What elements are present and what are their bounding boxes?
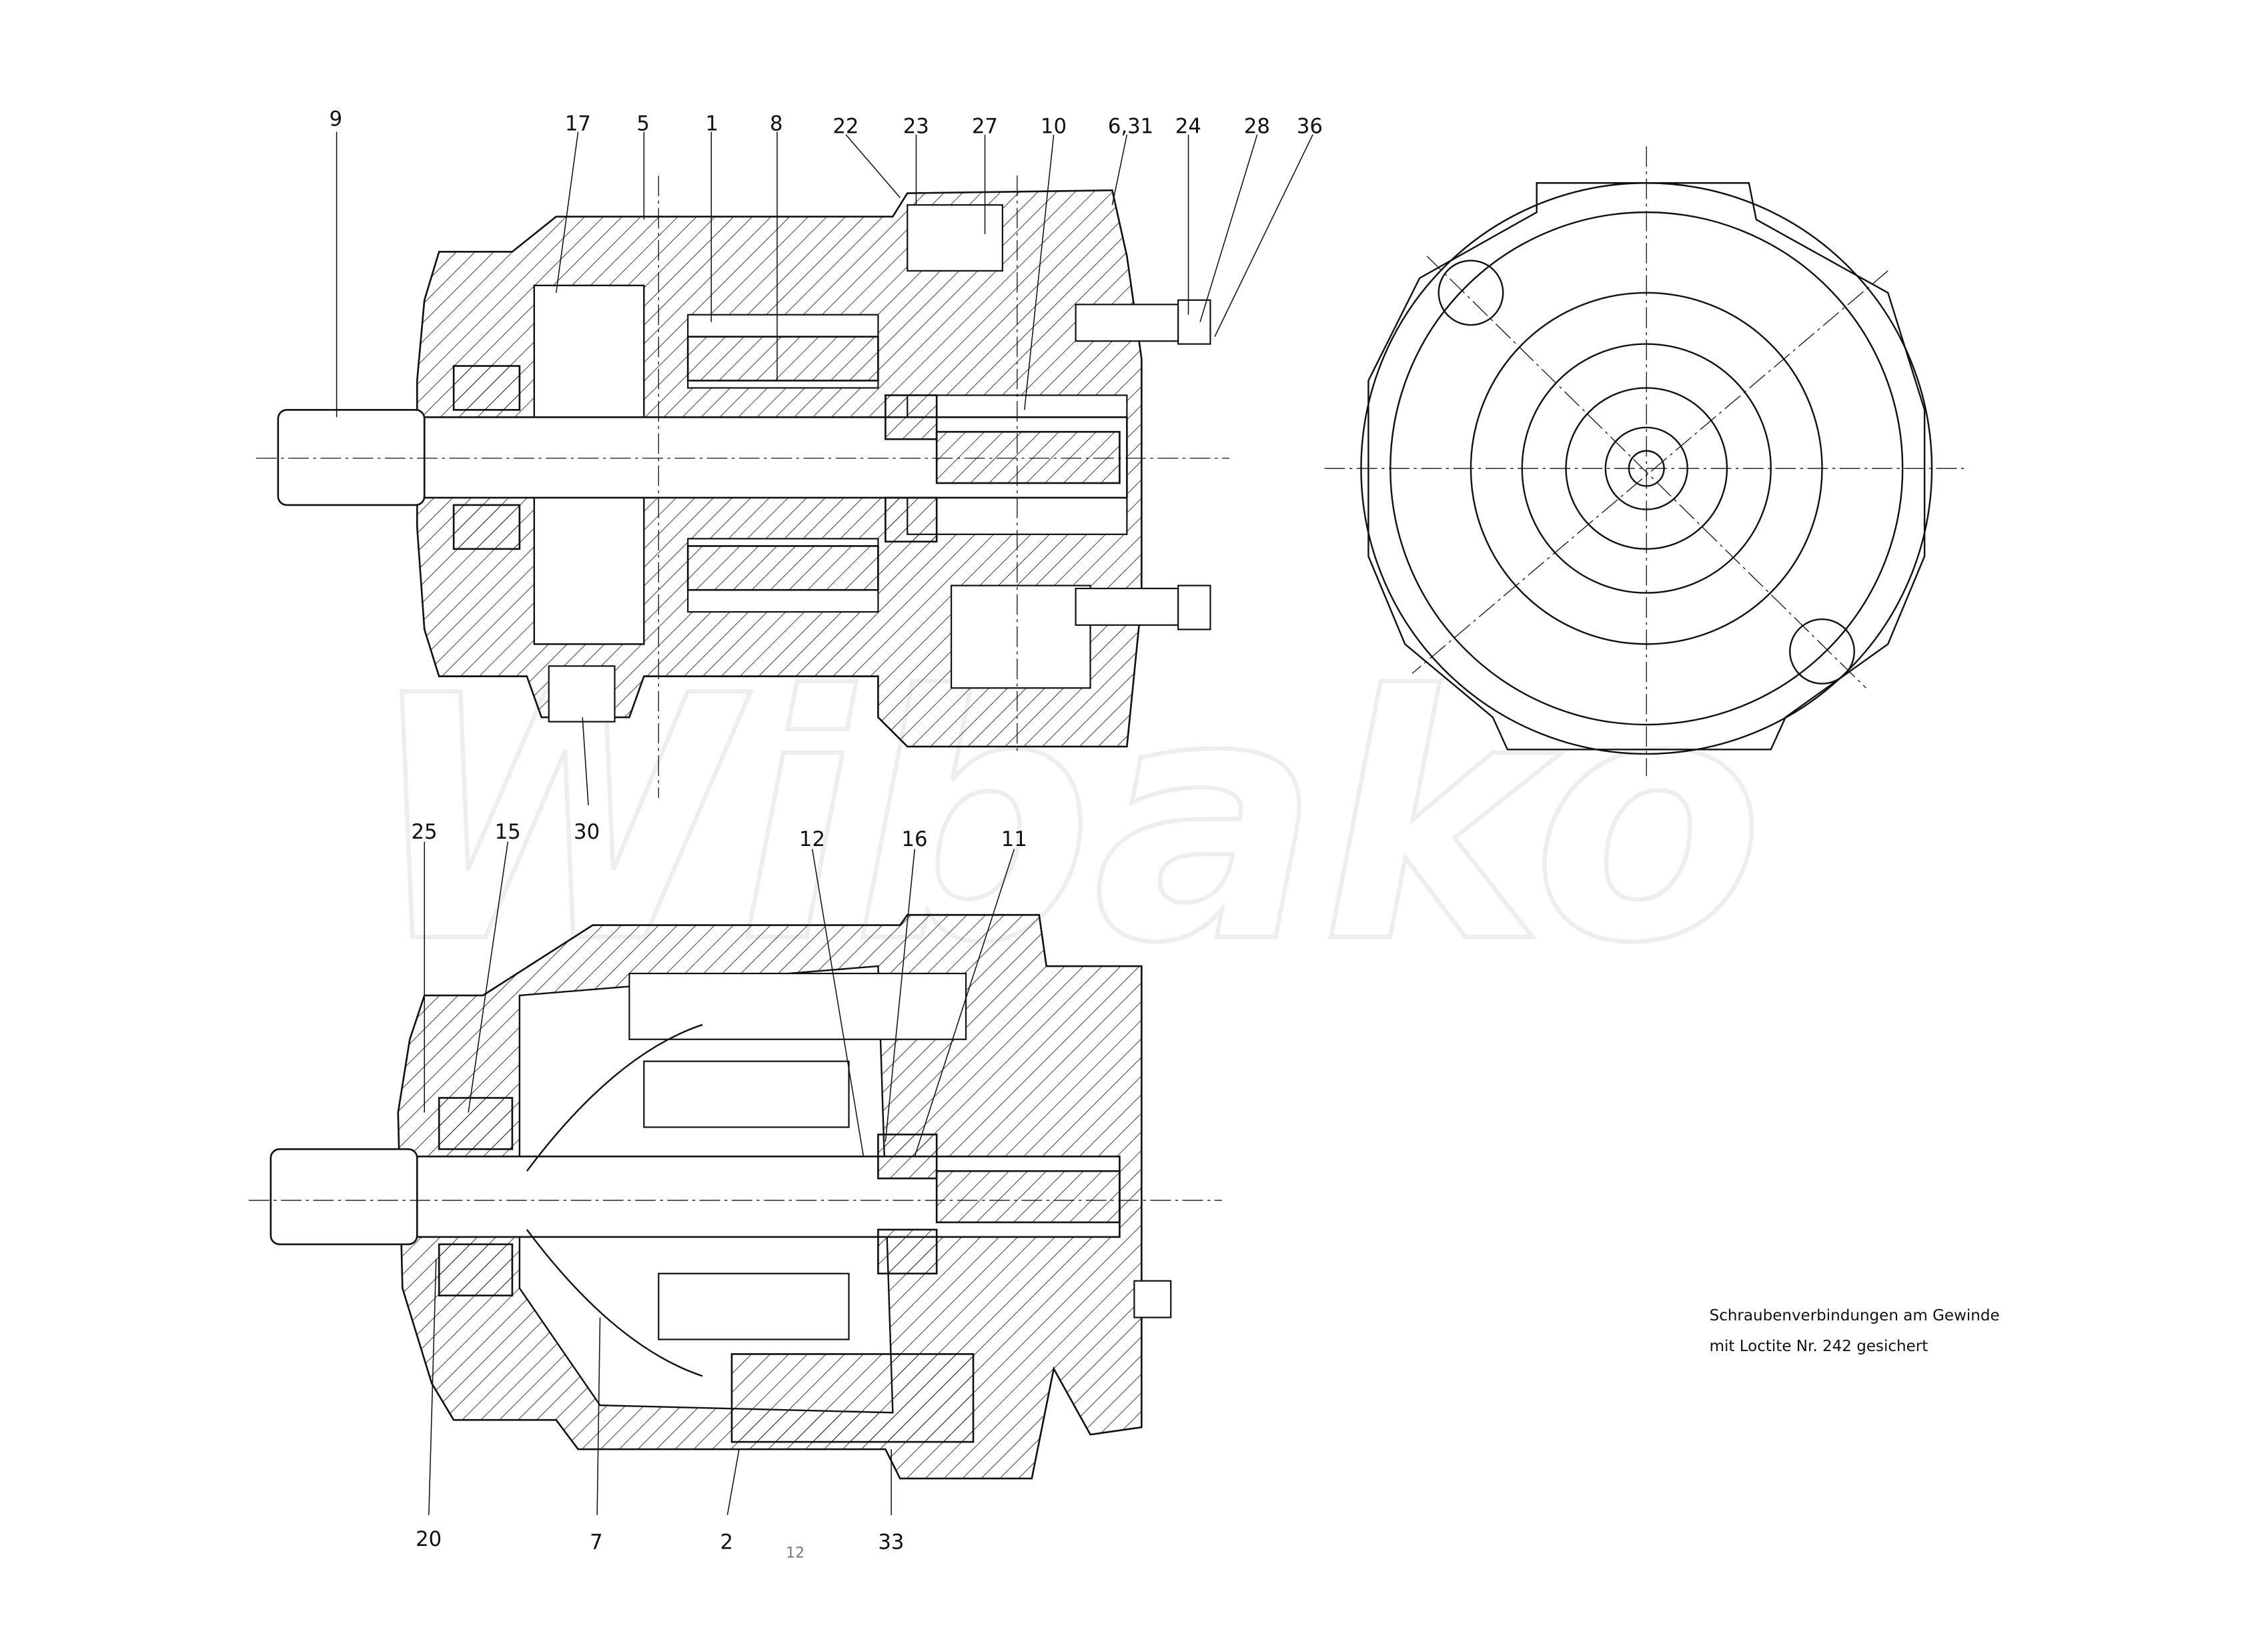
callout-6-31: 6,31 <box>1108 115 1153 139</box>
callout-27: 27 <box>972 115 998 139</box>
callout-9: 9 <box>330 107 343 131</box>
callout-25: 25 <box>412 820 438 844</box>
bottom-section-view <box>248 841 1222 1515</box>
callout-23: 23 <box>903 115 929 139</box>
callout-2: 2 <box>720 1530 733 1554</box>
callout-7: 7 <box>590 1530 603 1554</box>
callout-12: 12 <box>799 827 825 851</box>
callout-28: 28 <box>1244 115 1270 139</box>
callout-8: 8 <box>770 111 783 135</box>
callout-16: 16 <box>902 827 928 851</box>
callout-11: 11 <box>1001 827 1027 851</box>
note-line-1: Schraubenverbindungen am Gewinde <box>1710 1307 2000 1324</box>
callout-36: 36 <box>1297 115 1323 139</box>
note-line-2: mit Loctite Nr. 242 gesichert <box>1710 1338 1928 1355</box>
callout-1: 1 <box>706 111 719 135</box>
callout-17: 17 <box>565 111 591 135</box>
end-view <box>1324 146 1968 776</box>
top-section-view <box>255 131 1313 805</box>
callout-33: 33 <box>878 1530 904 1554</box>
callout-5: 5 <box>636 111 650 135</box>
callout-15: 15 <box>495 820 521 844</box>
callout-10: 10 <box>1041 115 1067 139</box>
callout-24: 24 <box>1175 115 1201 139</box>
page-mark: 12 <box>786 1545 804 1561</box>
callout-22: 22 <box>832 115 859 139</box>
callout-20: 20 <box>416 1527 442 1551</box>
callout-30: 30 <box>574 820 600 844</box>
